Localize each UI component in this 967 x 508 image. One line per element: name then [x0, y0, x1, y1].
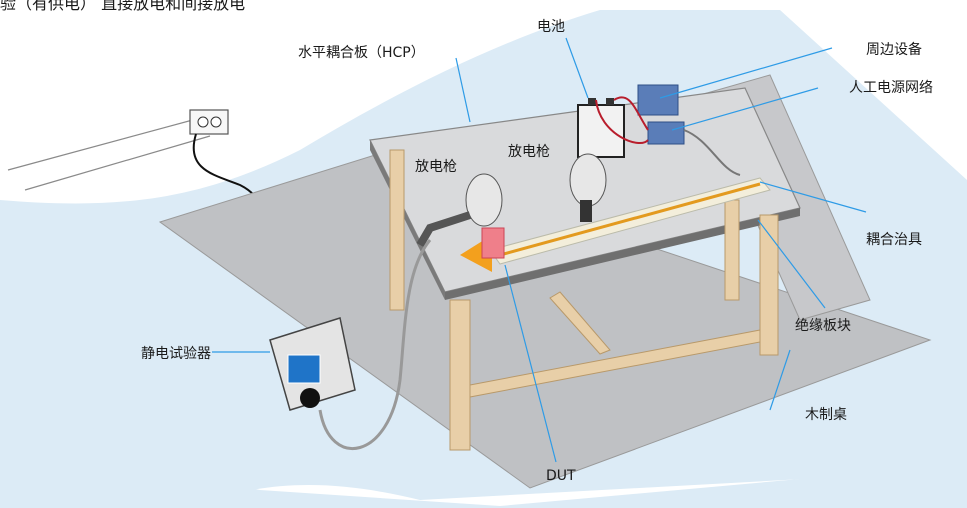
esd-gun-right [569, 153, 607, 222]
peripheral-box [637, 84, 679, 116]
label-esd-tester: 静电试验器 [141, 346, 211, 362]
coupling-trace [499, 182, 761, 257]
tester-cable [318, 239, 432, 450]
table-legs [389, 149, 779, 451]
label-wooden-table: 木制桌 [805, 407, 847, 423]
label-coupling-fixture: 耦合治具 [866, 232, 922, 248]
label-gun-left: 放电枪 [415, 159, 457, 175]
floor-area-lower [0, 360, 967, 508]
network-box [647, 121, 685, 145]
label-hcp: 水平耦合板（HCP） [298, 45, 425, 61]
wall-cable [7, 117, 201, 171]
label-gun-right: 放电枪 [508, 144, 550, 160]
battery-wires [613, 96, 649, 131]
ground-plane [158, 154, 932, 489]
power-outlet [189, 109, 229, 135]
battery [577, 98, 625, 158]
dut-block [481, 227, 505, 259]
leader-lines [212, 37, 867, 463]
label-peripheral: 周边设备 [866, 42, 922, 58]
label-artificial-network: 人工电源网络 [849, 80, 933, 96]
label-dut: DUT [546, 468, 576, 484]
wall-cable-2 [24, 135, 211, 191]
label-battery: 电池 [537, 19, 565, 35]
esd-tester [269, 317, 356, 411]
table-top-edge [445, 208, 800, 300]
esd-gun-left [416, 173, 503, 248]
label-insulating-block: 绝缘板块 [795, 318, 851, 334]
diagram-title: 验（有供电） 直接放电和间接放电 [0, 0, 246, 13]
table-top-side [370, 140, 445, 300]
